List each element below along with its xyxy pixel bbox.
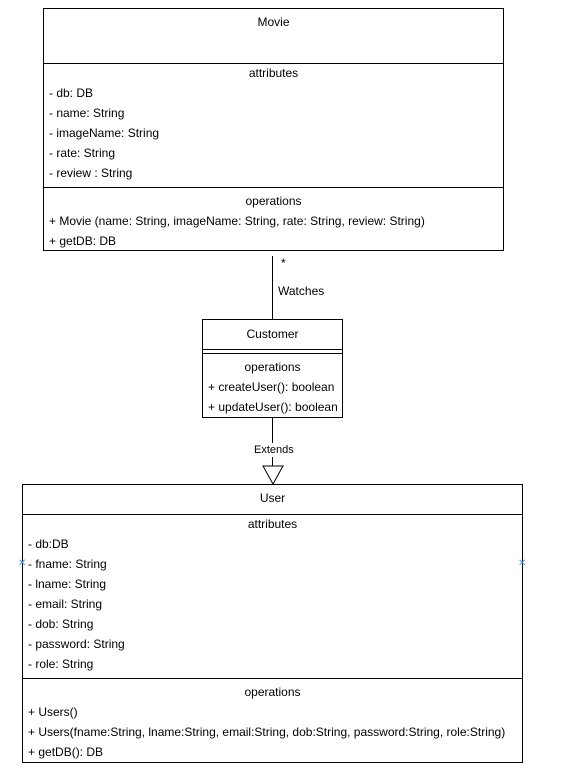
customer-divider-attributes [203,353,342,354]
movie-class-name: Movie [257,15,290,29]
user-class-name: User [259,491,286,505]
movie-divider-attributes [44,187,503,188]
movie-operations-heading: operations [245,194,302,208]
user-attribute: - db:DB [28,537,69,551]
generalization-label: Extends [253,443,295,457]
movie-attributes-heading: attributes [248,66,299,80]
movie-attribute: - imageName: String [49,126,160,140]
user-attribute: - lname: String [28,577,107,591]
user-attribute: - password: String [28,637,125,651]
user-divider-attributes [23,678,522,679]
extends-line[interactable] [272,418,273,466]
user-operation: + Users(fname:String, lname:String, emai… [28,725,506,739]
user-attribute: - email: String [28,597,103,611]
user-operation: + Users() [28,705,78,719]
movie-attribute: - review : String [49,166,133,180]
user-operation: + getDB(): DB [28,745,104,759]
movie-attribute: - rate: String [49,146,116,160]
customer-class[interactable]: Customer operations + createUser(): bool… [202,319,343,418]
movie-class[interactable]: Movie attributes - db: DB - name: String… [43,8,504,251]
movie-attribute: - db: DB [49,86,94,100]
association-label: Watches [278,284,325,298]
customer-divider-name [203,349,342,350]
user-attribute: - dob: String [28,617,94,631]
customer-operation: + updateUser(): boolean [208,400,338,414]
user-attribute: - fname: String [28,557,107,571]
movie-operation: + Movie (name: String, imageName: String… [49,214,425,228]
association-multiplicity: * [281,256,286,270]
user-operations-heading: operations [244,685,301,699]
customer-operations-heading: operations [244,360,301,374]
triangle-arrow-icon [262,465,284,485]
watches-association-line[interactable] [272,256,273,319]
x-handle-icon[interactable]: ✕ [18,558,27,569]
movie-divider-name [44,63,503,64]
customer-operation: + createUser(): boolean [208,380,335,394]
user-divider-name [23,514,522,515]
movie-attribute: - name: String [49,106,125,120]
user-class[interactable]: User attributes - db:DB - fname: String … [22,484,523,763]
user-attributes-heading: attributes [247,517,298,531]
user-attribute: - role: String [28,657,94,671]
x-handle-icon[interactable]: ✕ [518,558,527,569]
movie-operation: + getDB: DB [49,234,117,248]
customer-class-name: Customer [246,327,299,341]
